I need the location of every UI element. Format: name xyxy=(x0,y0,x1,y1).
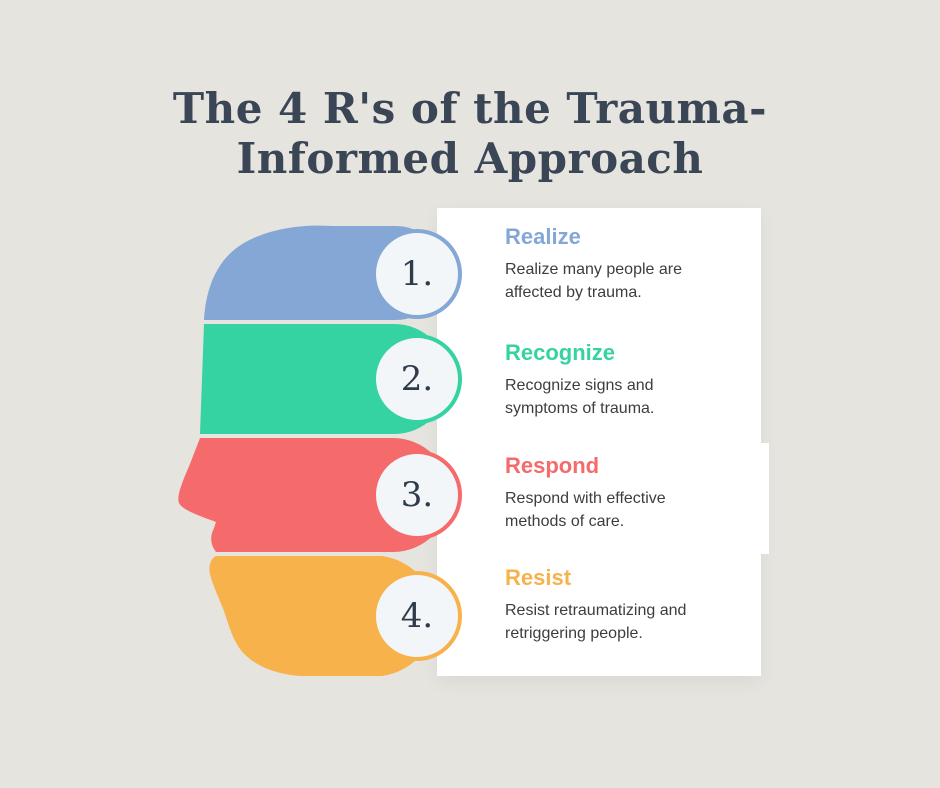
page-title: The 4 R's of the Trauma- Informed Approa… xyxy=(0,84,940,185)
item-body-respond: Respond with effective methods of care. xyxy=(505,490,666,530)
step-number-4: 4. xyxy=(400,596,434,636)
step-number-2: 2. xyxy=(400,359,434,399)
item-body-realize: Realize many people are affected by trau… xyxy=(505,261,682,301)
item-heading-respond: Respond xyxy=(505,453,600,478)
item-resist: Resist Resist retraumatizing and retrigg… xyxy=(505,565,717,645)
item-recognize: Recognize Recognize signs and symptoms o… xyxy=(505,340,717,420)
head-band-resist xyxy=(209,556,435,676)
item-realize: Realize Realize many people are affected… xyxy=(505,224,717,304)
step-number-3: 3. xyxy=(400,475,434,515)
content-card xyxy=(437,208,761,676)
page-title-line-1: The 4 R's of the Trauma- xyxy=(172,84,768,133)
step-circle-1: 1. xyxy=(372,229,462,319)
step-number-1: 1. xyxy=(400,254,434,294)
item-body-resist: Resist retraumatizing and retriggering p… xyxy=(505,602,687,642)
step-circle-4: 4. xyxy=(372,571,462,661)
item-body-recognize: Recognize signs and symptoms of trauma. xyxy=(505,377,655,417)
page-title-line-2: Informed Approach xyxy=(236,134,704,184)
item-respond: Respond Respond with effective methods o… xyxy=(505,453,717,533)
step-circle-2: 2. xyxy=(372,334,462,424)
step-circle-3: 3. xyxy=(372,450,462,540)
content-card-extension xyxy=(437,443,769,554)
item-heading-resist: Resist xyxy=(505,565,572,590)
item-heading-realize: Realize xyxy=(505,224,581,249)
item-heading-recognize: Recognize xyxy=(505,340,616,365)
